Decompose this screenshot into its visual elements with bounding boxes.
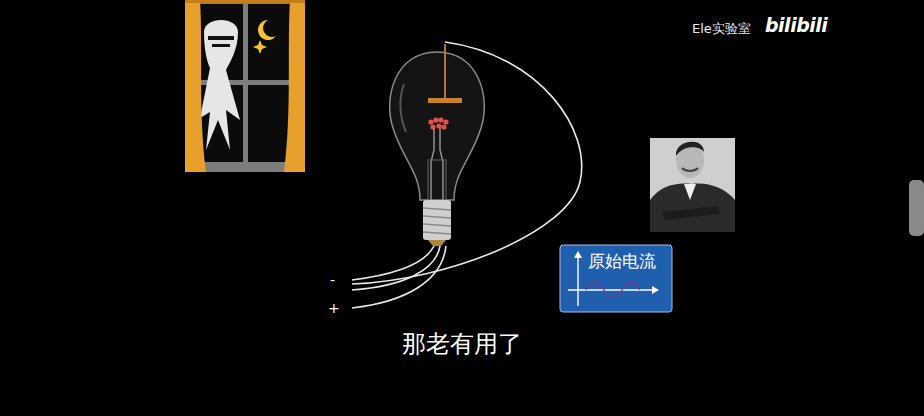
graph-panel (560, 245, 672, 312)
light-bulb (390, 44, 485, 246)
watermark-logo: bilibili (765, 14, 827, 36)
terminal-sign: - (330, 272, 335, 288)
window-scene (185, 0, 305, 172)
subtitle: 那老有用了 (402, 328, 522, 360)
watermark: Ele实验室 (692, 20, 751, 38)
wires (352, 42, 582, 308)
portrait (650, 138, 735, 232)
box-title: 原始电流 (588, 250, 666, 273)
signal-box: 原始电流 (560, 245, 672, 312)
terminal-sign: + (328, 300, 340, 316)
scroll-tab (909, 180, 924, 236)
